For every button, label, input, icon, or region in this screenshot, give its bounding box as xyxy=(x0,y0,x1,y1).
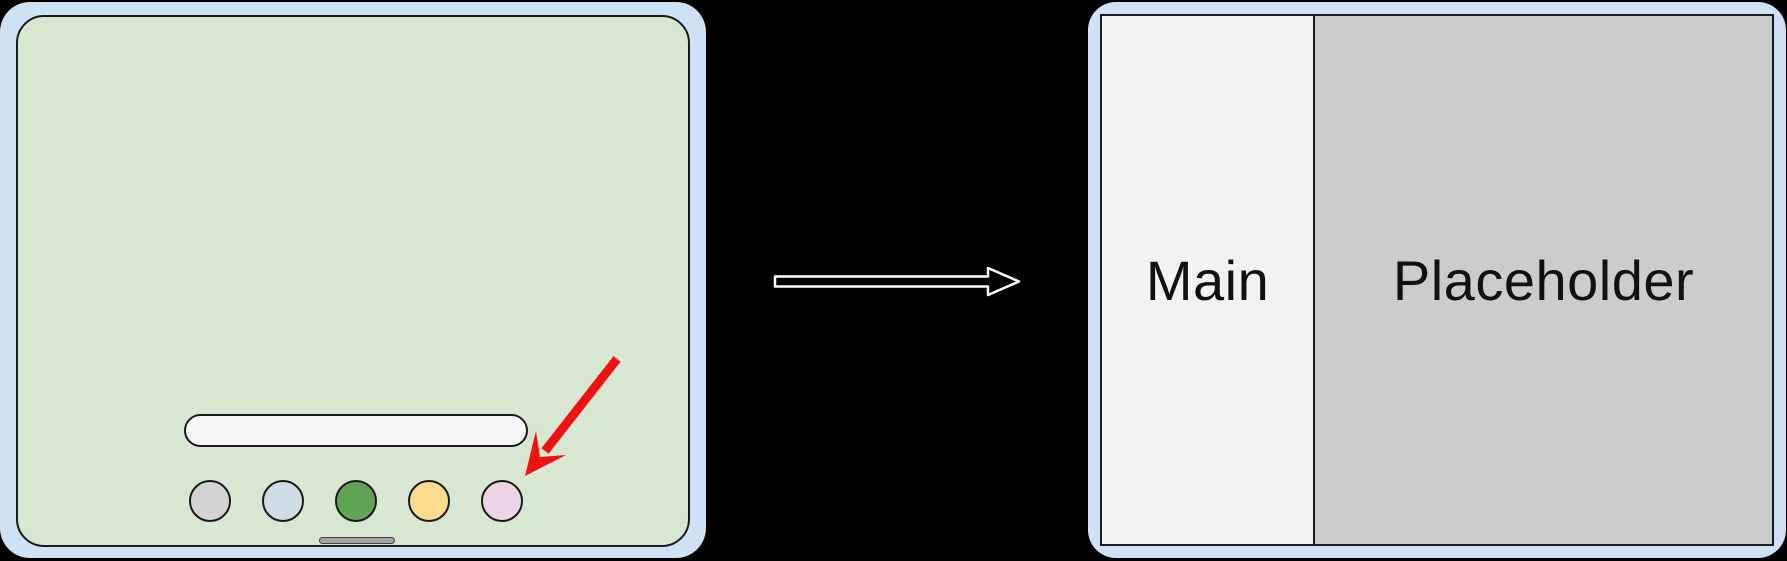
tap-annotation-arrow-head xyxy=(525,431,566,476)
launcher-tablet-frame xyxy=(0,2,706,558)
transition-arrow-shape xyxy=(773,266,1021,297)
home-indicator-handle[interactable] xyxy=(319,537,395,544)
main-pane-label: Main xyxy=(1145,248,1270,312)
dock-app-icon-blue[interactable] xyxy=(262,480,304,522)
split-screen: Main Placeholder xyxy=(1100,14,1774,546)
placeholder-pane-label: Placeholder xyxy=(1392,248,1695,312)
transition-arrow-icon xyxy=(773,266,1021,297)
tap-annotation-arrow-shaft xyxy=(541,356,621,454)
main-pane: Main xyxy=(1102,16,1316,544)
dock-app-icon-green[interactable] xyxy=(335,480,377,522)
split-tablet-frame: Main Placeholder xyxy=(1088,2,1786,558)
launcher-screen xyxy=(16,15,690,547)
tap-annotation-arrow xyxy=(525,356,621,476)
dock-app-icon-pink[interactable] xyxy=(481,480,523,522)
dock-app-icon-gray[interactable] xyxy=(189,480,231,522)
dock-app-icon-yellow[interactable] xyxy=(408,480,450,522)
search-bar[interactable] xyxy=(184,414,528,447)
placeholder-pane: Placeholder xyxy=(1315,16,1772,544)
